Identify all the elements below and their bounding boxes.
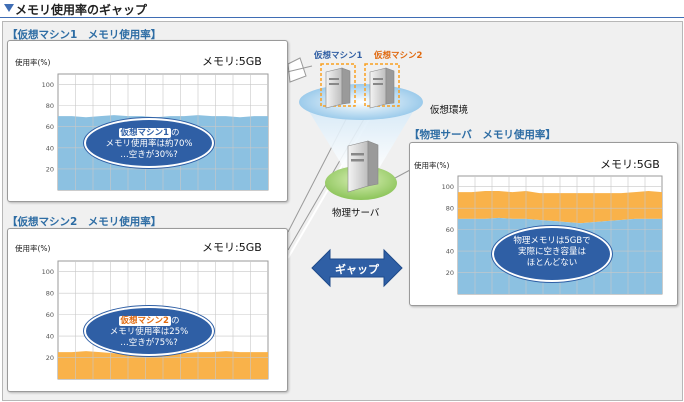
vm2-memory-size: メモリ:5GB: [202, 241, 262, 254]
physical-tick-label: 40: [446, 248, 454, 256]
vm2-tick-label: 80: [46, 290, 54, 298]
gap-double-arrow: [311, 248, 403, 288]
vm2-bubble-tag: 仮想マシン2: [118, 316, 171, 326]
vm1-bubble-tag: 仮想マシン1: [118, 128, 171, 138]
vm1-tick-label: 80: [46, 102, 54, 110]
physical-y-axis-label: 使用率(%): [414, 161, 450, 170]
vm1-server-icon: [320, 63, 356, 109]
vm1-y-axis-label: 使用率(%): [15, 58, 51, 67]
triangle-bullet-icon: [4, 4, 14, 12]
physical-memory-size: メモリ:5GB: [600, 158, 660, 171]
physical-tick-label: 60: [446, 226, 454, 234]
physical-info-bubble: 物理メモリは5GBで 実際に空き容量は ほとんどない: [492, 226, 612, 282]
vm2-tick-label: 40: [46, 333, 54, 341]
vm2-server-label: 仮想マシン2: [374, 51, 423, 61]
physical-bubble-line1: 物理メモリは5GBで: [513, 236, 591, 246]
gap-label: ギャップ: [335, 263, 379, 276]
vm2-tick-label: 60: [46, 311, 54, 319]
vm1-tick-label: 40: [46, 144, 54, 152]
physical-tick-label: 80: [446, 205, 454, 213]
physical-bubble-line3: ほとんどない: [526, 258, 578, 268]
physical-panel-title: 【物理サーバ メモリ使用率】: [409, 129, 556, 141]
physical-server-label: 物理サーバ: [332, 208, 380, 219]
vm2-panel-title: 【仮想マシン2 メモリ使用率】: [7, 216, 162, 228]
vm2-tick-label: 100: [42, 268, 54, 276]
vm1-memory-size: メモリ:5GB: [202, 55, 262, 68]
vm2-y-axis-label: 使用率(%): [15, 244, 51, 253]
physical-bubble-line2: 実際に空き容量は: [517, 247, 586, 257]
page-title: メモリ使用率のギャップ: [15, 3, 148, 17]
vm2-tick-label: 20: [46, 354, 54, 362]
vm2-server-icon: [364, 63, 400, 109]
physical-server-icon: [347, 140, 379, 193]
vm1-bubble-line3: …空きが30%?: [120, 150, 178, 160]
vm1-bubble-suffix: の: [170, 128, 180, 138]
vm1-tick-label: 20: [46, 165, 54, 173]
vm1-tick-label: 60: [46, 123, 54, 131]
physical-tick-label: 20: [446, 269, 454, 277]
vm2-bubble-line3: …空きが75%?: [120, 338, 178, 348]
virtual-env-disk: [299, 84, 423, 120]
vm1-tick-label: 100: [42, 81, 54, 89]
vm1-panel-title: 【仮想マシン1 メモリ使用率】: [7, 29, 162, 41]
physical-tick-label: 100: [442, 183, 454, 191]
title-divider: [0, 17, 684, 18]
vm1-bubble-line2: メモリ使用率は約70%: [105, 139, 193, 149]
vm2-bubble-suffix: の: [170, 316, 180, 326]
vm1-server-label: 仮想マシン1: [314, 51, 363, 61]
vm2-bubble-line2: メモリ使用率は25%: [109, 327, 189, 337]
virtual-env-label: 仮想環境: [430, 105, 469, 116]
